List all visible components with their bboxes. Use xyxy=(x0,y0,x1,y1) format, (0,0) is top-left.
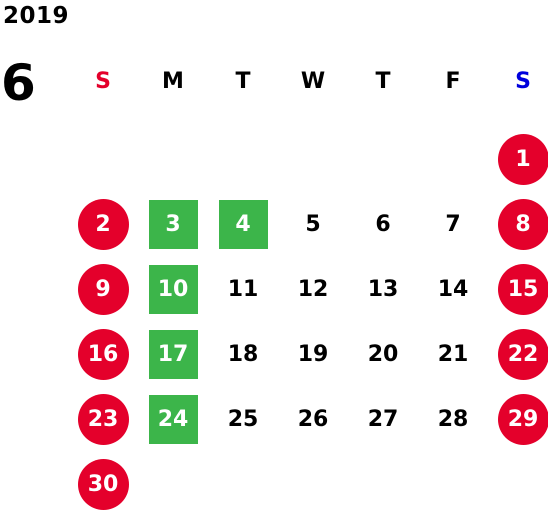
calendar-day xyxy=(138,452,208,517)
calendar-day: 16 xyxy=(68,322,138,387)
day-number: 12 xyxy=(288,264,339,315)
day-number: 18 xyxy=(218,329,269,380)
day-number: 29 xyxy=(498,394,548,445)
day-number: 2 xyxy=(78,199,129,250)
weekday-thursday: T xyxy=(348,62,418,100)
day-number xyxy=(498,459,548,510)
calendar-day: 27 xyxy=(348,387,418,452)
calendar-day: 4 xyxy=(208,192,278,257)
calendar-day xyxy=(138,127,208,192)
day-number: 21 xyxy=(428,329,479,380)
calendar-day: 7 xyxy=(418,192,488,257)
calendar-day: 8 xyxy=(488,192,548,257)
calendar-day: 17 xyxy=(138,322,208,387)
weekday-monday: M xyxy=(138,62,208,100)
calendar-day: 6 xyxy=(348,192,418,257)
day-number xyxy=(358,459,409,510)
calendar-grid: S M T W T F S 1 2 3 4 5 6 7 8 9 10 11 12… xyxy=(68,62,548,517)
day-number: 1 xyxy=(498,134,548,185)
day-number: 10 xyxy=(149,265,198,314)
calendar-day: 11 xyxy=(208,257,278,322)
day-number: 8 xyxy=(498,199,548,250)
calendar-day: 13 xyxy=(348,257,418,322)
calendar-day xyxy=(68,127,138,192)
calendar-day xyxy=(278,127,348,192)
day-number xyxy=(428,459,479,510)
calendar-day xyxy=(348,127,418,192)
weekday-tuesday: T xyxy=(208,62,278,100)
day-number: 26 xyxy=(288,394,339,445)
day-number xyxy=(148,459,199,510)
day-number: 20 xyxy=(358,329,409,380)
calendar-day: 21 xyxy=(418,322,488,387)
calendar-day xyxy=(348,452,418,517)
calendar-day: 30 xyxy=(68,452,138,517)
day-number xyxy=(218,459,269,510)
calendar-day: 22 xyxy=(488,322,548,387)
calendar-day: 10 xyxy=(138,257,208,322)
calendar-day xyxy=(278,452,348,517)
calendar-day: 9 xyxy=(68,257,138,322)
day-number: 17 xyxy=(149,330,198,379)
weekday-friday: F xyxy=(418,62,488,100)
day-number: 28 xyxy=(428,394,479,445)
day-number xyxy=(78,134,129,185)
calendar-day: 5 xyxy=(278,192,348,257)
calendar-day: 15 xyxy=(488,257,548,322)
calendar-day: 14 xyxy=(418,257,488,322)
calendar-day: 23 xyxy=(68,387,138,452)
day-number: 22 xyxy=(498,329,548,380)
day-number: 15 xyxy=(498,264,548,315)
calendar-day: 20 xyxy=(348,322,418,387)
day-number: 16 xyxy=(78,329,129,380)
day-number: 23 xyxy=(78,394,129,445)
calendar-day xyxy=(208,452,278,517)
day-number: 30 xyxy=(78,459,129,510)
calendar-day: 2 xyxy=(68,192,138,257)
day-number xyxy=(218,134,269,185)
day-number: 25 xyxy=(218,394,269,445)
day-number: 24 xyxy=(149,395,198,444)
calendar-day: 26 xyxy=(278,387,348,452)
calendar-day: 24 xyxy=(138,387,208,452)
calendar-day xyxy=(208,127,278,192)
day-number xyxy=(428,134,479,185)
calendar-day: 3 xyxy=(138,192,208,257)
day-number: 4 xyxy=(219,200,268,249)
calendar-month: 6 xyxy=(1,58,36,108)
calendar-day: 28 xyxy=(418,387,488,452)
calendar-day xyxy=(418,452,488,517)
weekday-wednesday: W xyxy=(278,62,348,100)
calendar-day: 25 xyxy=(208,387,278,452)
day-number: 5 xyxy=(288,199,339,250)
calendar-day: 1 xyxy=(488,127,548,192)
weekday-saturday: S xyxy=(488,62,548,100)
calendar-day xyxy=(418,127,488,192)
day-number xyxy=(288,459,339,510)
day-number: 11 xyxy=(218,264,269,315)
day-number: 19 xyxy=(288,329,339,380)
weekday-sunday: S xyxy=(68,62,138,100)
day-number: 3 xyxy=(149,200,198,249)
day-number xyxy=(358,134,409,185)
day-number: 6 xyxy=(358,199,409,250)
calendar-day: 12 xyxy=(278,257,348,322)
day-number: 27 xyxy=(358,394,409,445)
day-number xyxy=(288,134,339,185)
calendar-day: 18 xyxy=(208,322,278,387)
day-number xyxy=(148,134,199,185)
day-number: 13 xyxy=(358,264,409,315)
calendar-day xyxy=(488,452,548,517)
calendar-day: 29 xyxy=(488,387,548,452)
day-number: 14 xyxy=(428,264,479,315)
day-number: 7 xyxy=(428,199,479,250)
day-number: 9 xyxy=(78,264,129,315)
calendar-day: 19 xyxy=(278,322,348,387)
calendar-year: 2019 xyxy=(3,3,69,29)
